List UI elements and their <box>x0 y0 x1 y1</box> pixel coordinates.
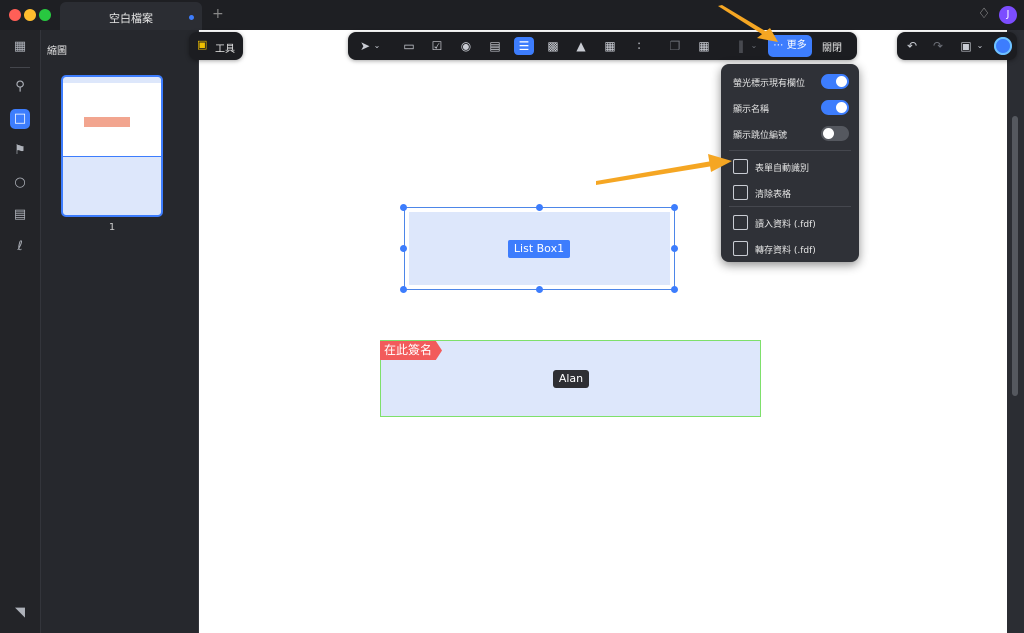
list-box-icon[interactable]: ☰ <box>514 37 534 55</box>
thumbnail-field-preview <box>84 117 130 127</box>
sidebar-toggle-icon[interactable]: ◥ <box>15 605 25 620</box>
comment-icon[interactable]: ○ <box>14 175 26 190</box>
vertical-scrollbar[interactable] <box>1012 116 1018 396</box>
close-button[interactable]: 關閉 <box>822 43 842 54</box>
signature-field-icon[interactable]: ∶ <box>637 39 641 53</box>
align-icon[interactable]: ‖ <box>738 39 744 53</box>
show-tab-order-toggle[interactable] <box>821 126 849 141</box>
more-dots-icon: ⋯ <box>773 40 784 51</box>
resize-handle[interactable] <box>671 204 678 211</box>
minimize-window-icon[interactable] <box>24 9 36 21</box>
page-number: 1 <box>108 222 116 233</box>
paperclip-icon[interactable]: ℓ <box>17 239 23 254</box>
resize-handle[interactable] <box>671 286 678 293</box>
page-thumbnail[interactable] <box>61 75 163 217</box>
menu-separator <box>729 150 851 151</box>
undo-icon[interactable]: ↶ <box>906 39 918 53</box>
export-data-icon <box>733 241 748 256</box>
checkbox-icon[interactable]: ☑ <box>431 39 443 53</box>
document-tab[interactable]: 空白檔案 <box>60 2 202 30</box>
grid-arrange-icon[interactable]: ▦ <box>698 39 710 53</box>
combo-box-icon[interactable]: ▤ <box>489 39 501 53</box>
save-icon[interactable]: ▣ <box>960 39 972 53</box>
button-field-icon[interactable]: ▩ <box>547 39 559 53</box>
menu-toggle-label: 螢光標示現有欄位 <box>733 79 806 89</box>
date-field-icon[interactable]: ▦ <box>604 39 616 53</box>
form-recognition-icon <box>733 159 748 174</box>
menu-item-export-fdf[interactable]: 轉存資料 (.fdf) <box>725 236 855 260</box>
tools-label: 工具 <box>215 44 235 55</box>
zoom-window-icon[interactable] <box>39 9 51 21</box>
notification-bell-icon[interactable]: ♢ <box>977 6 991 22</box>
more-label: 更多 <box>786 40 807 51</box>
import-data-icon <box>733 215 748 230</box>
unsaved-dot-icon <box>189 15 194 20</box>
image-field-icon[interactable]: ▲ <box>576 39 586 53</box>
menu-item-label: 讀入資料 (.fdf) <box>755 220 816 230</box>
menu-item-clear-form[interactable]: 清除表格 <box>725 180 855 204</box>
search-icon[interactable]: ⚲ <box>15 79 25 94</box>
radio-button-icon[interactable]: ◉ <box>460 39 472 53</box>
text-field-icon[interactable]: ▭ <box>403 39 415 53</box>
thumbnails-grid-icon[interactable]: ▦ <box>13 39 27 54</box>
tools-button[interactable]: ▣ 工具 <box>189 32 243 60</box>
resize-handle[interactable] <box>400 286 407 293</box>
new-tab-button[interactable]: + <box>212 6 224 22</box>
tab-title: 空白檔案 <box>109 12 153 25</box>
resize-handle[interactable] <box>536 286 543 293</box>
menu-item-label: 表單自動識別 <box>755 164 810 174</box>
show-names-toggle[interactable] <box>821 100 849 115</box>
redo-icon[interactable]: ↷ <box>932 39 944 53</box>
resize-handle[interactable] <box>400 245 407 252</box>
history-toolbar: ↶ ↷ ▣ ⌄ <box>897 32 1017 60</box>
resize-handle[interactable] <box>400 204 407 211</box>
toolbox-icon: ▣ <box>197 38 208 51</box>
clear-form-icon <box>733 185 748 200</box>
menu-item-label: 轉存資料 (.fdf) <box>755 246 816 256</box>
sign-here-tag: 在此簽名 <box>380 341 443 360</box>
close-window-icon[interactable] <box>9 9 21 21</box>
menu-toggle-label: 顯示跳位編號 <box>733 131 788 141</box>
resize-handle[interactable] <box>536 204 543 211</box>
bookmark-icon[interactable]: ⚑ <box>14 143 26 158</box>
attachment-page-icon[interactable]: ▤ <box>13 207 27 222</box>
more-menu: 螢光標示現有欄位 顯示名稱 顯示跳位編號 表單自動識別 清除表格 讀入資料 (.… <box>721 64 859 262</box>
align-chevron-icon[interactable]: ⌄ <box>750 41 758 50</box>
menu-item-import-fdf[interactable]: 讀入資料 (.fdf) <box>725 210 855 234</box>
resize-handle[interactable] <box>671 245 678 252</box>
select-pointer-icon[interactable]: ➤ <box>359 39 371 53</box>
form-toolbar: ➤ ⌄ ▭ ☑ ◉ ▤ ☰ ▩ ▲ ▦ ∶ ❐ ▦ ‖ ⌄ ⋯ 更多 關閉 <box>348 32 857 60</box>
left-rail: ▦ ⚲ □ ⚑ ○ ▤ ℓ ◥ <box>0 30 41 633</box>
signature-name-label: Alan <box>553 370 589 388</box>
list-box-name-label: List Box1 <box>508 240 570 258</box>
menu-separator <box>729 206 851 207</box>
menu-toggle-label: 顯示名稱 <box>733 105 770 115</box>
save-chevron-icon[interactable]: ⌄ <box>976 41 984 50</box>
user-avatar[interactable]: J <box>999 6 1017 24</box>
pages-icon[interactable]: □ <box>10 109 30 129</box>
arrow-to-more-button <box>718 5 778 42</box>
duplicate-icon[interactable]: ❐ <box>669 39 681 53</box>
document-canvas[interactable] <box>199 30 1007 633</box>
arrow-to-form-recognition <box>596 154 732 185</box>
ai-assistant-icon[interactable] <box>994 37 1012 55</box>
menu-item-form-recognition[interactable]: 表單自動識別 <box>725 154 855 178</box>
more-button[interactable]: ⋯ 更多 <box>768 35 812 57</box>
title-bar: 空白檔案 + ♢ J <box>0 0 1024 30</box>
rail-divider <box>10 67 30 68</box>
highlight-fields-toggle[interactable] <box>821 74 849 89</box>
panel-title: 縮圖 <box>47 46 67 57</box>
chevron-down-icon[interactable]: ⌄ <box>373 41 381 50</box>
menu-item-label: 清除表格 <box>755 190 792 200</box>
thumbnail-panel: 縮圖 1 <box>41 30 199 633</box>
